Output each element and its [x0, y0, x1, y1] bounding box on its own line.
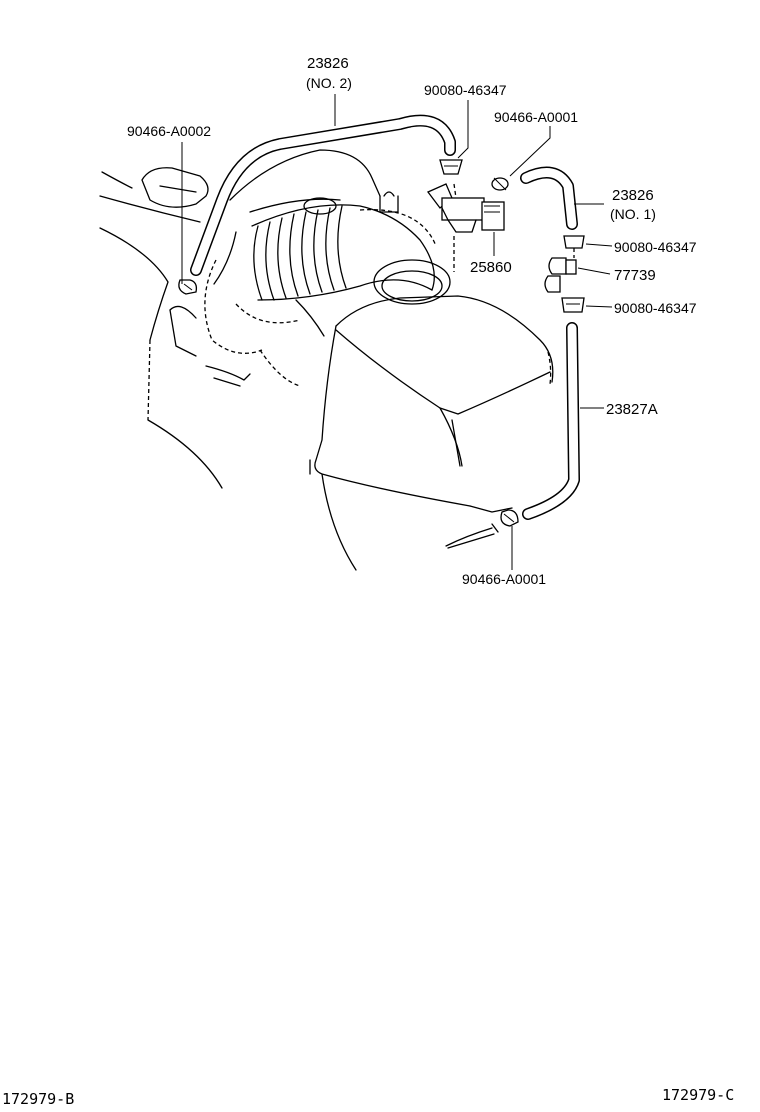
footer-code-left: 172979-B — [2, 1090, 74, 1108]
clip-90080-46347-right-2 — [561, 297, 585, 313]
clamp-90466-a0002 — [178, 279, 198, 295]
air-duct — [251, 197, 437, 301]
hose-23826-no1 — [520, 166, 578, 230]
label-vsv: 25860 — [470, 259, 512, 276]
label-hose-no2-number: 23826 — [307, 55, 349, 72]
label-hose-no1-variant: (NO. 1) — [610, 206, 656, 222]
label-clip-top: 90080-46347 — [424, 82, 507, 98]
label-hose-no2-variant: (NO. 2) — [306, 75, 352, 91]
clip-90080-46347-right-1 — [563, 235, 585, 249]
clip-90080-46347-top — [439, 159, 463, 175]
clamp-90466-a0001-top — [491, 177, 509, 191]
label-clamp-bottom: 90466-A0001 — [462, 571, 546, 587]
label-clamp-top-right: 90466-A0001 — [494, 109, 578, 125]
clamp-90466-a0001-bottom — [500, 509, 519, 527]
leader-lines — [181, 94, 613, 570]
engine-outline-drawing — [99, 149, 554, 571]
vsv-25860 — [426, 183, 505, 272]
label-clip-right-1: 90080-46347 — [614, 239, 697, 255]
valve-77739 — [544, 248, 577, 293]
callout-labels: 23826 (NO. 2) 90466-A0002 90080-46347 90… — [127, 55, 697, 587]
label-hose-no1-number: 23826 — [612, 187, 654, 204]
label-clamp-top-left: 90466-A0002 — [127, 123, 211, 139]
label-hose-lower: 23827A — [606, 401, 658, 418]
hose-23826-no2 — [190, 114, 456, 276]
hose-23827a — [522, 322, 580, 520]
footer-code-right: 172979-C — [662, 1086, 734, 1104]
label-valve: 77739 — [614, 267, 656, 284]
air-cleaner-box — [309, 295, 554, 571]
label-clip-right-2: 90080-46347 — [614, 300, 697, 316]
